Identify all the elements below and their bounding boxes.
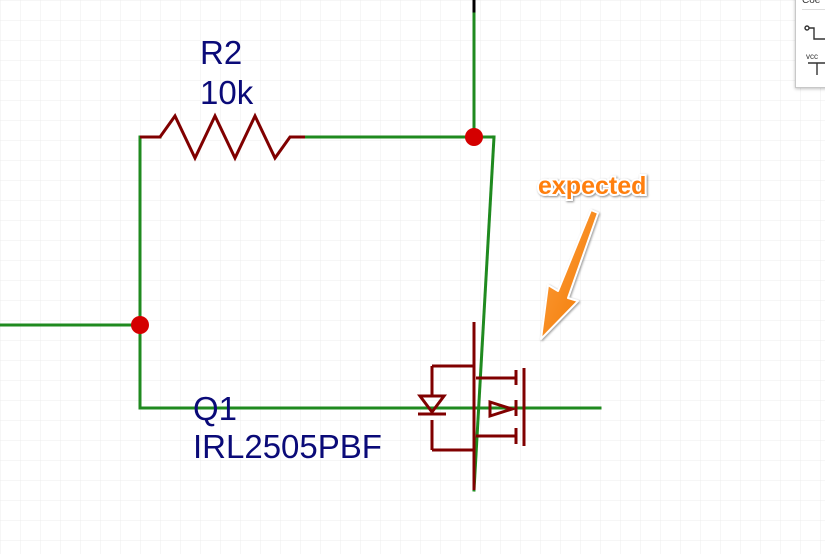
switch-component-icon[interactable] — [804, 21, 825, 47]
vcc-component-icon[interactable]: vcc — [804, 51, 825, 77]
component-side-panel[interactable]: Coe vcc — [795, 0, 825, 88]
junction-dot-left[interactable] — [131, 316, 149, 334]
q1-ref-label: Q1 — [193, 390, 237, 427]
wire-diagonal[interactable] — [472, 135, 496, 492]
annotation-arrow-icon — [540, 209, 599, 340]
r2-ref-label: R2 — [200, 34, 242, 71]
q1-part-label: IRL2505PBF — [193, 428, 382, 465]
r2-value-label: 10k — [200, 74, 254, 111]
panel-title: Coe — [802, 0, 825, 10]
vcc-icon-label: vcc — [806, 52, 818, 61]
annotation-expected-label: expected — [538, 172, 646, 200]
resistor-r2-symbol[interactable] — [140, 112, 305, 162]
junction-dot-top[interactable] — [465, 128, 483, 146]
mosfet-q1-symbol[interactable] — [417, 322, 526, 490]
